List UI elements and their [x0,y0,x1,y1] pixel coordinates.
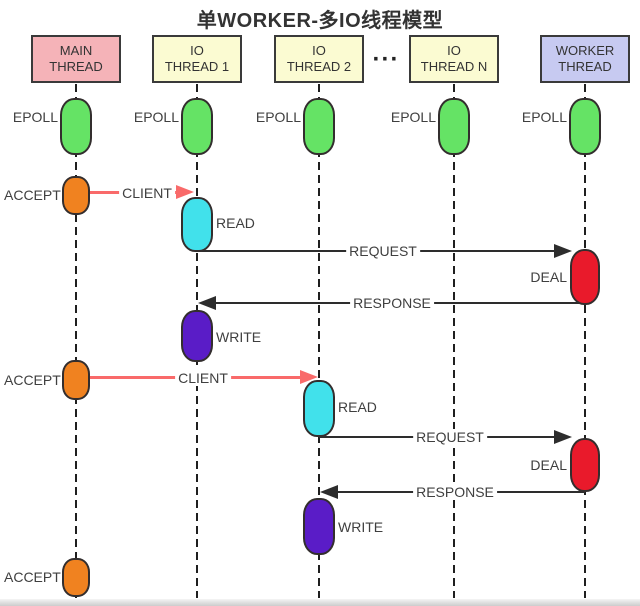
accept-label: ACCEPT [4,569,61,585]
epoll-capsule-ion [438,98,470,155]
response-message-label-2: RESPONSE [413,484,497,500]
client-message-label-1: CLIENT [119,185,175,201]
lane-header-label: THREAD [49,59,103,74]
request-message-label-2: REQUEST [413,429,487,445]
read-label-2: READ [338,399,377,415]
response-arrowhead-2 [320,485,338,499]
lane-header-label: IO [190,43,204,58]
lane-header-label: THREAD 2 [286,59,352,74]
read-label-1: READ [216,215,255,231]
epoll-label: EPOLL [255,109,301,125]
read-capsule-1 [181,197,213,252]
client-message-label-2: CLIENT [175,370,231,386]
diagram-title: 单WORKER-多IO线程模型 [196,10,444,32]
lifeline-worker-thread [584,84,586,598]
epoll-label: EPOLL [133,109,179,125]
lane-header-label: IO [312,43,326,58]
response-message-label-1: RESPONSE [350,295,434,311]
accept-label: ACCEPT [4,187,61,203]
deal-capsule-2 [570,438,600,492]
lane-header-label: THREAD N [420,59,488,74]
accept-capsule-3 [62,558,90,597]
lifeline-io-thread-n [453,84,455,598]
accept-label: ACCEPT [4,372,61,388]
epoll-label: EPOLL [390,109,436,125]
response-arrowhead-1 [198,296,216,310]
lane-header-io-thread-2: IO THREAD 2 [274,35,364,83]
lane-header-main-thread: MAIN THREAD [31,35,121,83]
epoll-capsule-io2 [303,98,335,155]
epoll-label: EPOLL [12,109,58,125]
write-capsule-1 [181,310,213,362]
lifeline-main-thread [75,84,77,598]
write-capsule-2 [303,498,335,555]
lane-header-label: THREAD [558,59,612,74]
deal-capsule-1 [570,249,600,305]
deal-label-2: DEAL [530,457,567,473]
write-label-1: WRITE [216,329,262,345]
accept-capsule-2 [62,360,90,400]
request-message-label-1: REQUEST [346,243,420,259]
epoll-label: EPOLL [521,109,567,125]
lane-header-io-thread-1: IO THREAD 1 [152,35,242,83]
write-label-2: WRITE [338,519,384,535]
read-capsule-2 [303,380,335,437]
bottom-shadow-edge [0,599,640,606]
accept-capsule-1 [62,176,90,215]
deal-label-1: DEAL [530,269,567,285]
lane-header-label: WORKER [555,43,615,58]
epoll-capsule-io1 [181,98,213,155]
request-arrowhead-1 [554,244,572,258]
request-arrowhead-2 [554,430,572,444]
epoll-capsule-worker [569,98,601,155]
client-arrowhead-1 [176,185,194,199]
lane-header-label: IO [447,43,461,58]
lane-header-label: MAIN [59,43,93,58]
lane-header-worker-thread: WORKER THREAD [540,35,630,83]
epoll-capsule-main [60,98,92,155]
lane-header-label: THREAD 1 [164,59,230,74]
more-lanes-ellipsis: ··· [372,46,400,73]
lane-header-io-thread-n: IO THREAD N [409,35,499,83]
lifeline-io-thread-2 [318,84,320,598]
